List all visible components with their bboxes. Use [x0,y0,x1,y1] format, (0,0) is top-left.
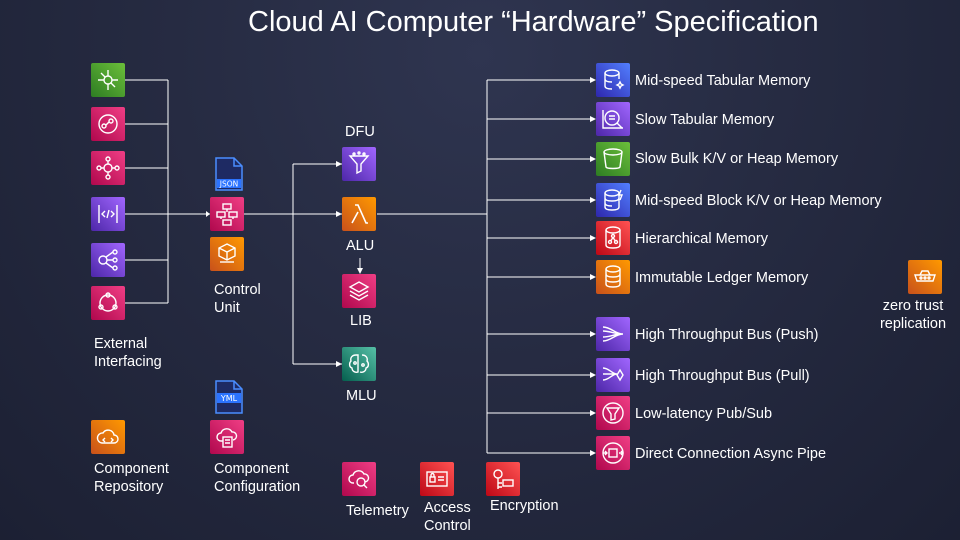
access-control-label: Access Control [424,499,471,535]
api-network-icon [91,63,125,97]
arrow-dfu [336,161,342,167]
s3-bucket-icon [596,142,630,176]
cloudwatch-icon [342,462,376,496]
replication-line-2: replication [879,316,947,332]
bus-label-1: High Throughput Bus (Push) [635,327,819,343]
dynamodb-icon [596,183,630,217]
arrow-branch-3 [590,156,596,162]
json-file-icon: JSON [214,157,244,191]
arrow-branch-8 [590,372,596,378]
container-cluster-icon [210,237,244,271]
arrow-mlu [336,361,342,367]
redshift-icon [596,102,630,136]
alu-lambda-icon [342,197,376,231]
bus-label-4: Direct Connection Async Pipe [635,446,827,462]
arrow-branch-10 [590,450,596,456]
eventbridge-pipe-icon [91,107,125,141]
arrow-branch-5 [590,235,596,241]
qldb-ledger-icon [596,260,630,294]
replication-icon [908,260,942,294]
mlu-brain-icon [342,347,376,381]
dfu-label: DFU [345,124,375,140]
component-configuration-line-2: Configuration [214,479,301,495]
memory-label-1: Mid-speed Tabular Memory [635,73,811,89]
aurora-database-icon [596,63,630,97]
api-gateway-icon [91,197,125,231]
component-repository-line-2: Repository [94,479,164,495]
control-unit-line-1: Control [214,282,261,298]
neptune-icon [596,221,630,255]
encryption-key-icon [486,462,520,496]
kinesis-firehose-icon [596,317,630,351]
memory-label-6: Immutable Ledger Memory [635,270,809,286]
dfu-funnel-icon [342,147,376,181]
arrow-branch-4 [590,197,596,203]
arrow-alu [336,211,342,217]
component-repository-label: Component Repository [94,460,169,496]
external-interfacing-line-1: External [94,336,148,352]
yml-badge-text: YML [220,394,238,403]
arrow-branch-2 [590,116,596,122]
alu-label: ALU [346,238,375,254]
access-control-icon [420,462,454,496]
json-badge-text: JSON [219,180,239,189]
bus-label-3: Low-latency Pub/Sub [635,406,773,422]
memory-label-5: Hierarchical Memory [635,231,768,247]
kinesis-streams-icon [596,358,630,392]
arrow-branch-6 [590,274,596,280]
access-control-line-1: Access [424,500,471,516]
arrow-branch-7 [590,331,596,337]
step-functions-icon [210,197,244,231]
lib-label: LIB [350,313,372,329]
arrow-branch-1 [590,77,596,83]
control-unit-line-2: Unit [214,300,240,316]
replication-label: zero trust replication [878,297,948,333]
encryption-label: Encryption [490,498,559,514]
component-configuration-line-1: Component [214,461,289,477]
memory-label-2: Slow Tabular Memory [635,112,775,128]
mlu-label: MLU [346,388,377,404]
cloud-config-icon [210,420,244,454]
telemetry-label: Telemetry [346,503,409,519]
memory-label-4: Mid-speed Block K/V or Heap Memory [635,193,882,209]
event-router-icon [91,286,125,320]
lib-layers-icon [342,274,376,308]
arrow-lib [357,268,363,274]
event-bus-icon [91,151,125,185]
external-interfacing-label: External Interfacing [94,335,162,371]
access-control-line-2: Control [424,518,471,534]
memory-label-3: Slow Bulk K/V or Heap Memory [635,151,839,167]
page-title: Cloud AI Computer “Hardware” Specificati… [248,6,819,38]
yml-file-icon: YML [214,380,244,414]
component-configuration-label: Component Configuration [214,460,300,496]
cloud-repository-icon [91,420,125,454]
replication-line-1: zero trust [882,298,944,314]
bus-label-2: High Throughput Bus (Pull) [635,368,810,384]
control-unit-label: Control Unit [214,281,261,317]
arrow-branch-9 [590,410,596,416]
sns-fanout-icon [91,243,125,277]
sqs-queue-icon [596,436,630,470]
sns-pubsub-icon [596,396,630,430]
component-repository-line-1: Component [94,461,169,477]
external-interfacing-line-2: Interfacing [94,354,162,370]
